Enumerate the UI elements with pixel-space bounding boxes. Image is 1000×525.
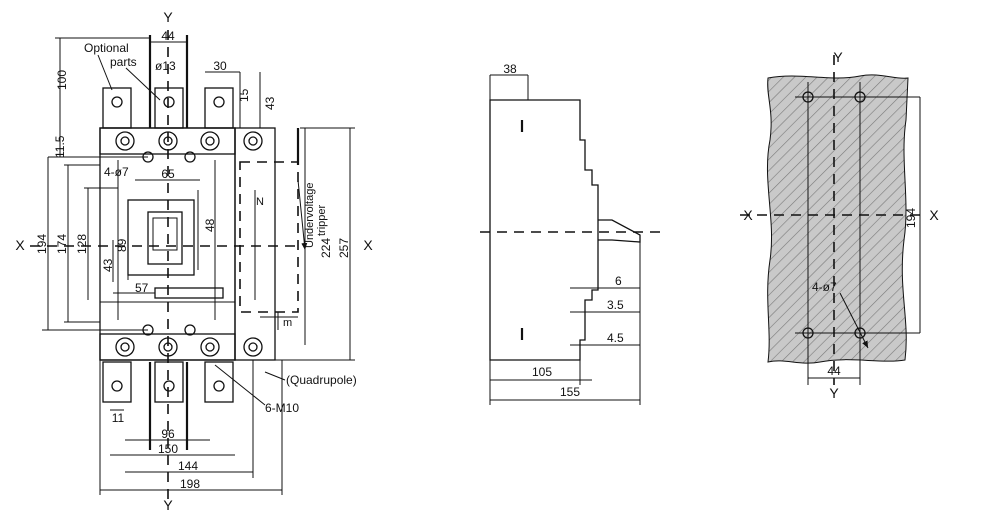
dim-3-5: 3.5	[607, 298, 624, 312]
bottom-optional-plates	[102, 361, 234, 450]
front-dimensions	[42, 37, 355, 495]
dim-57: 57	[135, 281, 149, 295]
handle-inner	[152, 217, 178, 251]
dim-89: 89	[115, 238, 129, 252]
panel-hole-label: 4-ø7	[812, 280, 837, 294]
dim-38: 38	[503, 62, 517, 76]
front-view: Y Y X X Optional parts ø13 44 30 100 15 …	[15, 9, 373, 513]
undervoltage-block	[239, 161, 299, 313]
slot-57	[154, 287, 224, 299]
dim-44-top: 44	[161, 29, 175, 43]
dim-155: 155	[560, 385, 580, 399]
dim-11-5: 11.5	[53, 135, 67, 158]
m-label: m	[283, 317, 292, 329]
dim-65: 65	[161, 167, 175, 181]
dim-6: 6	[615, 274, 622, 288]
dim-128: 128	[75, 234, 89, 254]
dim-43: 43	[101, 258, 115, 272]
panel-y-top-label: Y	[833, 49, 843, 65]
dim-105: 105	[532, 365, 552, 379]
panel-x-left-label: X	[743, 207, 753, 223]
optional-parts-label-2: parts	[110, 55, 137, 69]
quadrupole-extension	[234, 127, 276, 361]
dim-30: 30	[213, 59, 227, 73]
panel-dim-44: 44	[827, 364, 841, 378]
side-handle	[598, 219, 641, 243]
dim-100: 100	[55, 70, 69, 90]
top-optional-plates	[102, 35, 234, 129]
quadrupole-label: (Quadrupole)	[286, 373, 357, 387]
x-axis-left-label: X	[15, 237, 25, 253]
dim-150: 150	[158, 442, 178, 456]
dim-174: 174	[55, 234, 69, 254]
top-terminals	[115, 131, 263, 163]
dim-48: 48	[203, 218, 217, 232]
dim-144: 144	[178, 459, 198, 473]
optional-parts-label-1: Optional	[84, 41, 129, 55]
panel-y-bottom-label: Y	[829, 385, 839, 401]
undervoltage-label-1: Undervoltage	[304, 183, 316, 248]
dim-96: 96	[161, 427, 175, 441]
panel-x-right-label: X	[929, 207, 939, 223]
dim-224: 224	[319, 238, 333, 258]
hole-label-front: 4-ø7	[104, 165, 129, 179]
neutral-label: N	[256, 196, 264, 208]
y-axis-top-label: Y	[163, 9, 173, 25]
dim-4-5: 4.5	[607, 331, 624, 345]
panel-hatched-area	[767, 74, 908, 364]
y-axis-bottom-label: Y	[163, 497, 173, 513]
undervoltage-label-2: tripper	[316, 204, 328, 236]
dim-15: 15	[237, 88, 251, 102]
hole-dia-label: ø13	[155, 59, 176, 73]
screw-label: 6-M10	[265, 401, 299, 415]
dim-11: 11	[112, 411, 125, 425]
panel-dim-194: 194	[904, 208, 918, 228]
dim-257: 257	[337, 238, 351, 258]
dim-198: 198	[180, 477, 200, 491]
handle	[147, 211, 183, 265]
dim-43-top: 43	[263, 96, 277, 110]
dim-194-front: 194	[35, 234, 49, 254]
side-body-outline	[489, 99, 599, 361]
x-axis-right-label: X	[363, 237, 373, 253]
side-view: 38 6 3.5 4.5 105 155	[480, 62, 660, 405]
panel-view: Y Y X X 194 44 4-ø7	[740, 49, 939, 401]
